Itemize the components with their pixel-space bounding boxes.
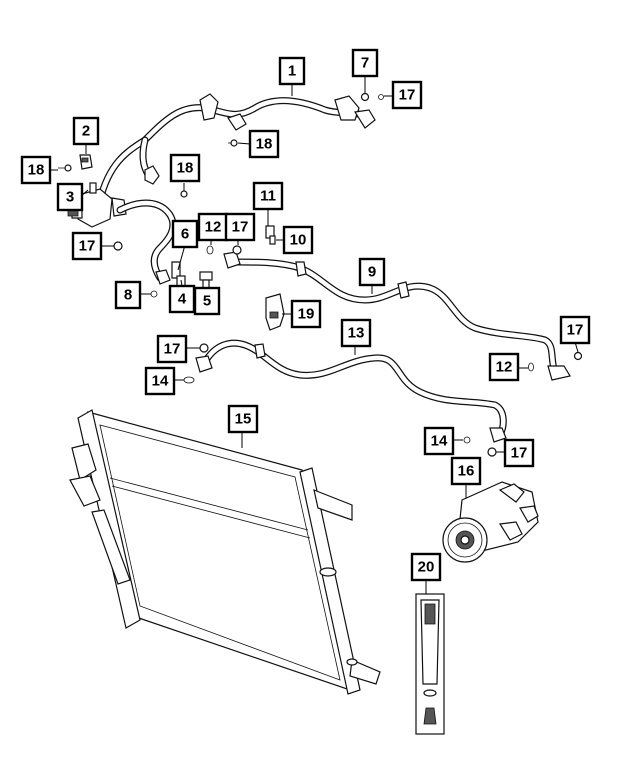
svg-text:15: 15 bbox=[235, 411, 252, 428]
oring-12-right bbox=[528, 362, 534, 372]
svg-text:18: 18 bbox=[28, 162, 45, 179]
callout-8[interactable]: 8 bbox=[114, 280, 142, 310]
svg-text:17: 17 bbox=[164, 341, 181, 358]
suction-hose-short bbox=[116, 199, 181, 285]
callout-7[interactable]: 7 bbox=[351, 48, 379, 78]
svg-text:11: 11 bbox=[260, 188, 276, 205]
fitting-2 bbox=[79, 154, 93, 170]
svg-text:14: 14 bbox=[152, 373, 169, 390]
callout-17-mid[interactable]: 17 bbox=[224, 212, 256, 242]
oring-8 bbox=[150, 290, 158, 298]
compressor bbox=[442, 481, 539, 563]
callout-17-lower[interactable]: 17 bbox=[156, 334, 188, 364]
callout-6[interactable]: 6 bbox=[171, 219, 199, 249]
callout-19[interactable]: 19 bbox=[290, 299, 322, 329]
callout-20[interactable]: 20 bbox=[410, 552, 442, 582]
svg-text:12: 12 bbox=[496, 359, 513, 376]
condenser bbox=[69, 409, 381, 695]
callout-18-mid[interactable]: 18 bbox=[169, 153, 201, 183]
svg-text:17: 17 bbox=[567, 322, 584, 339]
callout-10[interactable]: 10 bbox=[282, 225, 314, 255]
svg-text:20: 20 bbox=[418, 559, 435, 576]
svg-text:18: 18 bbox=[177, 160, 194, 177]
svg-text:14: 14 bbox=[431, 433, 448, 450]
switch-5 bbox=[199, 271, 213, 291]
receiver-drier-kit bbox=[415, 593, 445, 735]
nut-17-left bbox=[113, 241, 123, 251]
svg-text:3: 3 bbox=[66, 189, 74, 206]
oring-14-right bbox=[463, 436, 471, 444]
liquid-line-9 bbox=[223, 251, 571, 381]
callout-3[interactable]: 3 bbox=[56, 182, 84, 212]
svg-text:16: 16 bbox=[458, 463, 475, 480]
discharge-hose bbox=[96, 93, 376, 204]
bolt-18-left bbox=[58, 164, 72, 172]
callout-1[interactable]: 1 bbox=[278, 56, 306, 86]
callout-2[interactable]: 2 bbox=[72, 116, 100, 146]
svg-text:2: 2 bbox=[82, 123, 90, 140]
oring-7 bbox=[378, 94, 384, 100]
callout-9[interactable]: 9 bbox=[358, 257, 386, 287]
svg-text:5: 5 bbox=[203, 293, 211, 310]
svg-text:17: 17 bbox=[399, 87, 416, 104]
svg-text:17: 17 bbox=[511, 445, 528, 462]
nut-17-compressor bbox=[487, 447, 497, 457]
svg-text:9: 9 bbox=[368, 264, 376, 281]
manifold-block bbox=[67, 188, 127, 228]
bracket-19 bbox=[265, 293, 285, 331]
callout-12-left[interactable]: 12 bbox=[197, 212, 229, 242]
svg-text:7: 7 bbox=[361, 55, 369, 72]
svg-text:17: 17 bbox=[232, 219, 249, 236]
callout-13[interactable]: 13 bbox=[340, 318, 372, 348]
callout-17-right[interactable]: 17 bbox=[559, 315, 591, 345]
valve-3 bbox=[89, 182, 97, 194]
valve-10 bbox=[269, 235, 276, 245]
svg-text:1: 1 bbox=[288, 63, 296, 80]
callout-17-left[interactable]: 17 bbox=[71, 231, 103, 261]
suction-line-13 bbox=[195, 339, 507, 443]
callout-17-topright[interactable]: 17 bbox=[391, 80, 423, 110]
callout-14-left[interactable]: 14 bbox=[144, 366, 176, 396]
svg-text:6: 6 bbox=[181, 226, 189, 243]
nut-17-lower bbox=[199, 343, 209, 353]
svg-text:4: 4 bbox=[178, 291, 187, 308]
callout-14-right[interactable]: 14 bbox=[423, 426, 455, 456]
callout-15[interactable]: 15 bbox=[227, 404, 259, 434]
callout-11[interactable]: 11 bbox=[252, 181, 284, 211]
callout-18-upper[interactable]: 18 bbox=[248, 129, 280, 159]
oring-14-left bbox=[183, 376, 195, 384]
callout-4[interactable]: 4 bbox=[168, 284, 196, 314]
callout-17-compressor[interactable]: 17 bbox=[503, 438, 535, 468]
svg-text:18: 18 bbox=[256, 136, 273, 153]
svg-text:8: 8 bbox=[124, 287, 132, 304]
bolt-18-upper bbox=[228, 139, 238, 147]
svg-text:12: 12 bbox=[205, 219, 222, 236]
callout-16[interactable]: 16 bbox=[450, 456, 482, 486]
bolt-18-mid bbox=[180, 186, 188, 198]
callout-18-left[interactable]: 18 bbox=[20, 155, 52, 185]
nut-17-mid bbox=[232, 245, 242, 255]
svg-text:13: 13 bbox=[348, 325, 365, 342]
callout-5[interactable]: 5 bbox=[193, 286, 221, 316]
nut-17-right bbox=[573, 351, 583, 361]
oring-12-left bbox=[206, 245, 214, 255]
svg-text:19: 19 bbox=[298, 306, 315, 323]
svg-text:10: 10 bbox=[290, 232, 307, 249]
svg-text:17: 17 bbox=[79, 238, 96, 255]
callout-12-right[interactable]: 12 bbox=[488, 352, 520, 382]
nut-17-top bbox=[360, 92, 370, 102]
